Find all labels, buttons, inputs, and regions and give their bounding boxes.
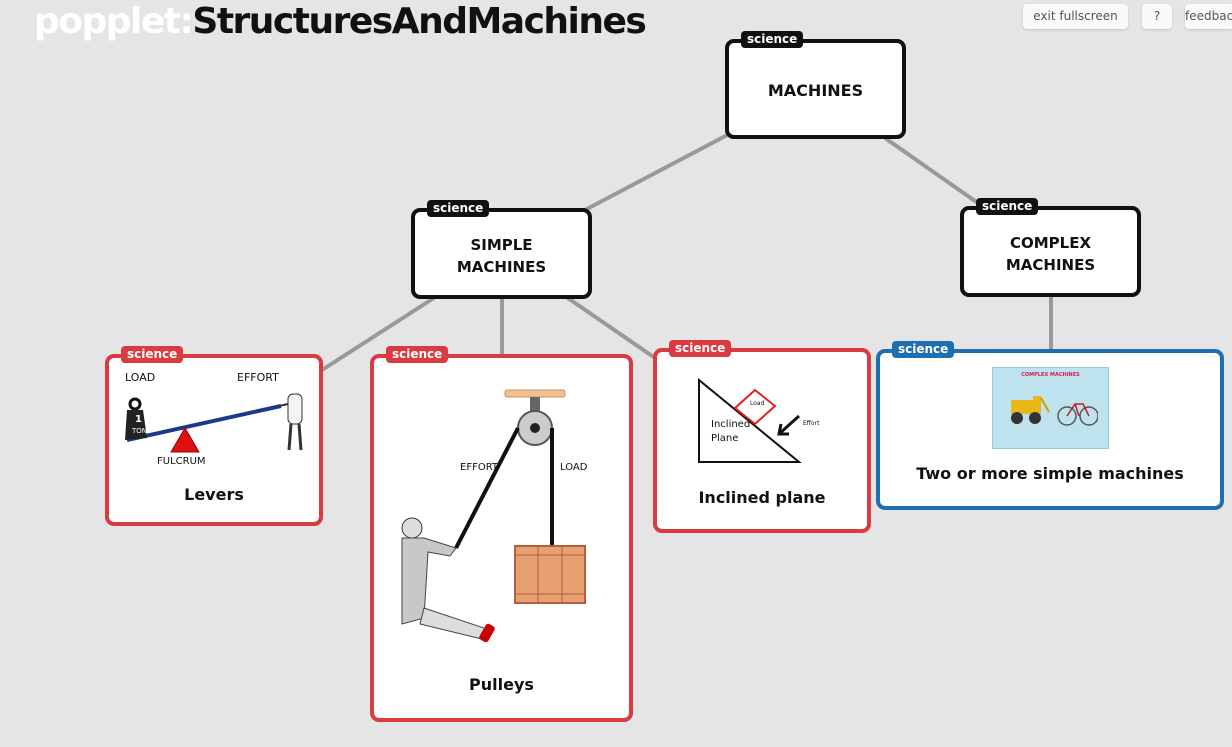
connector-simple-inclined bbox=[563, 294, 657, 360]
popple-levers[interactable]: science LOAD EFFORT FULCRUM 1 TON Levers bbox=[105, 346, 323, 526]
lever-effort-label: EFFORT bbox=[237, 371, 279, 384]
popple-caption: Pulleys bbox=[469, 675, 534, 694]
popple-pulleys[interactable]: science EFFORT LOAD Pulleys bbox=[370, 346, 633, 722]
lever-weight-number: 1 bbox=[135, 414, 142, 425]
connector-machines-complex bbox=[883, 136, 987, 210]
complex-machines-thumbnail: COMPLEX MACHINES bbox=[992, 367, 1109, 449]
inclined-effort-label: Effort bbox=[803, 420, 820, 427]
science-tag: science bbox=[121, 346, 184, 363]
popple-title: MACHINES bbox=[767, 81, 864, 100]
science-tag: science bbox=[892, 341, 955, 358]
inclined-plane-illustration bbox=[698, 377, 802, 463]
lever-fulcrum-label: FULCRUM bbox=[157, 456, 206, 467]
board-header: popplet:StructuresAndMachines bbox=[34, 0, 647, 44]
popple-title: COMPLEX MACHINES bbox=[1005, 234, 1096, 274]
science-tag: science bbox=[386, 346, 449, 363]
lever-illustration bbox=[125, 393, 303, 453]
pulley-effort-label: EFFORT bbox=[460, 462, 499, 473]
feedback-button[interactable]: feedback bbox=[1185, 4, 1232, 29]
popple-caption: Two or more simple machines bbox=[916, 464, 1184, 483]
popple-complex-machines[interactable]: science COMPLEX MACHINES bbox=[960, 198, 1141, 297]
inclined-load-label: Load bbox=[750, 400, 765, 407]
popple-two-or-more[interactable]: science COMPLEX MACHINES Two or more sim… bbox=[876, 341, 1224, 510]
thumbnail-title: COMPLEX MACHINES bbox=[1021, 372, 1080, 378]
popple-caption: Levers bbox=[184, 485, 244, 504]
popple-caption: Inclined plane bbox=[698, 488, 826, 507]
science-tag: science bbox=[669, 340, 732, 357]
pulley-load-label: LOAD bbox=[560, 462, 588, 473]
board-title: StructuresAndMachines bbox=[192, 1, 646, 42]
science-tag: science bbox=[427, 200, 490, 217]
exit-fullscreen-button[interactable]: exit fullscreen bbox=[1023, 4, 1128, 29]
thumbnail-machines-icon bbox=[1011, 396, 1098, 426]
popple-inclined-plane[interactable]: science Inclined Plane Load Effort Incli… bbox=[653, 340, 871, 533]
lever-weight-unit: TON bbox=[132, 427, 148, 435]
popple-title: SIMPLE MACHINES bbox=[456, 236, 547, 276]
lever-load-label: LOAD bbox=[125, 371, 156, 384]
help-button[interactable]: ? bbox=[1142, 4, 1172, 29]
inclined-plane-label: Inclined Plane bbox=[711, 419, 751, 444]
connector-machines-simple bbox=[584, 130, 734, 212]
connector-simple-levers bbox=[320, 294, 439, 372]
popple-simple-machines[interactable]: science SIMPLE MACHINES bbox=[411, 200, 592, 299]
popplet-logo: popplet: bbox=[34, 1, 194, 42]
popple-machines[interactable]: science MACHINES bbox=[725, 31, 906, 139]
science-tag: science bbox=[976, 198, 1039, 215]
science-tag: science bbox=[741, 31, 804, 48]
pulley-illustration bbox=[401, 389, 586, 643]
